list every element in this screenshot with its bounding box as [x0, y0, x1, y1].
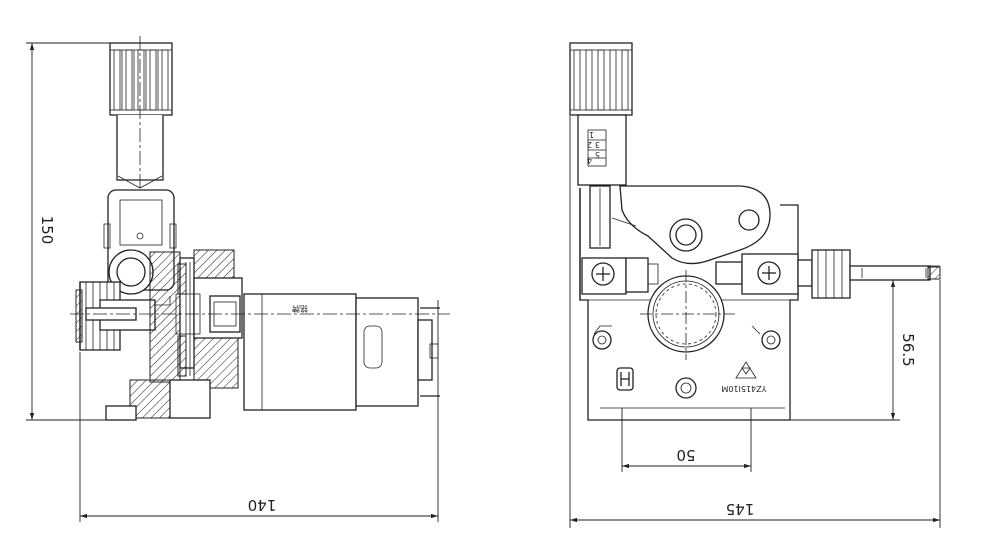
adjust-knob-left	[109, 42, 173, 189]
width-left-value: 140	[248, 496, 277, 514]
hole-spacing-dimension: 50	[621, 408, 752, 472]
axis-height-dimension: 56.5	[790, 279, 917, 421]
scale-mark-2: 3	[595, 140, 600, 149]
adjust-knob-right: 1 3 2 5 4	[569, 42, 633, 186]
scale-mark-5: 4	[587, 156, 592, 165]
hole-spacing-value: 50	[676, 446, 695, 464]
scale-mark-1: 1	[589, 130, 594, 139]
scale-mark-3: 2	[587, 140, 592, 149]
width-dimension-left: 140	[79, 300, 439, 522]
height-value: 150	[38, 216, 56, 245]
model-label: YZ415I10M	[721, 384, 767, 393]
width-dimension-right: 1 45	[569, 116, 941, 528]
scale-mark-4: 5	[595, 150, 600, 159]
motor: 铭牌	[243, 293, 440, 411]
side-view: 铭牌 150 140	[26, 36, 450, 522]
pressure-arm-left	[103, 189, 177, 306]
width-right-value: 145	[726, 500, 755, 518]
recycle-icon	[735, 361, 757, 379]
motor-label: 铭牌	[292, 304, 308, 314]
pressure-arm-right	[611, 185, 771, 265]
mounting-holes	[592, 325, 781, 399]
front-view: 1 3 2 5 4	[569, 42, 941, 528]
height-dimension: 150	[26, 42, 110, 421]
brand-logo	[616, 367, 634, 391]
left-screw	[581, 257, 659, 295]
gearbox-section	[85, 249, 243, 421]
wire-inlet-guide	[797, 249, 941, 299]
axis-height-value: 56.5	[899, 333, 917, 366]
